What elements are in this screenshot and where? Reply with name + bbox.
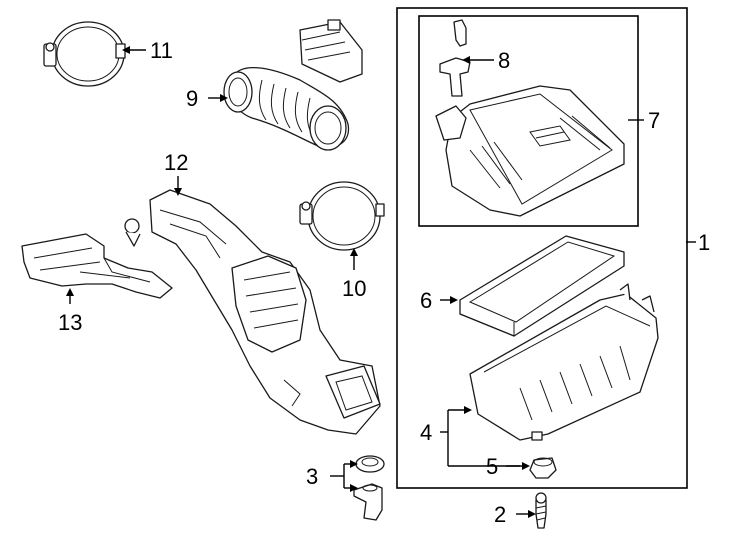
callout-12: 12	[164, 150, 188, 175]
filter-element-6	[459, 235, 625, 337]
clamp-ring-10	[299, 181, 385, 251]
assembly-box-1	[396, 7, 688, 489]
leader-lines	[66, 46, 696, 518]
air-duct-12	[124, 189, 381, 435]
intake-hose-9	[223, 19, 363, 151]
clamp-ring-11	[43, 21, 126, 87]
callout-6: 6	[420, 288, 432, 313]
callout-7: 7	[648, 108, 660, 133]
callout-11: 11	[150, 38, 173, 63]
air-cleaner-case-4	[469, 283, 659, 441]
callout-2: 2	[494, 502, 506, 527]
callout-13: 13	[58, 310, 82, 335]
callout-9: 9	[186, 86, 198, 111]
air-cleaner-cover-7	[435, 85, 625, 217]
bracket-13	[21, 233, 173, 299]
bolt-2	[535, 492, 547, 529]
grommet-5	[529, 457, 557, 479]
callout-5: 5	[486, 454, 498, 479]
callout-1: 1	[698, 230, 710, 255]
clip-8	[439, 19, 471, 97]
assembly-box-7	[418, 15, 639, 227]
callout-3: 3	[306, 464, 318, 489]
callout-8: 8	[498, 48, 510, 73]
grommet-bracket-3	[353, 455, 385, 521]
callout-10: 10	[342, 276, 366, 301]
callout-4: 4	[420, 420, 432, 445]
